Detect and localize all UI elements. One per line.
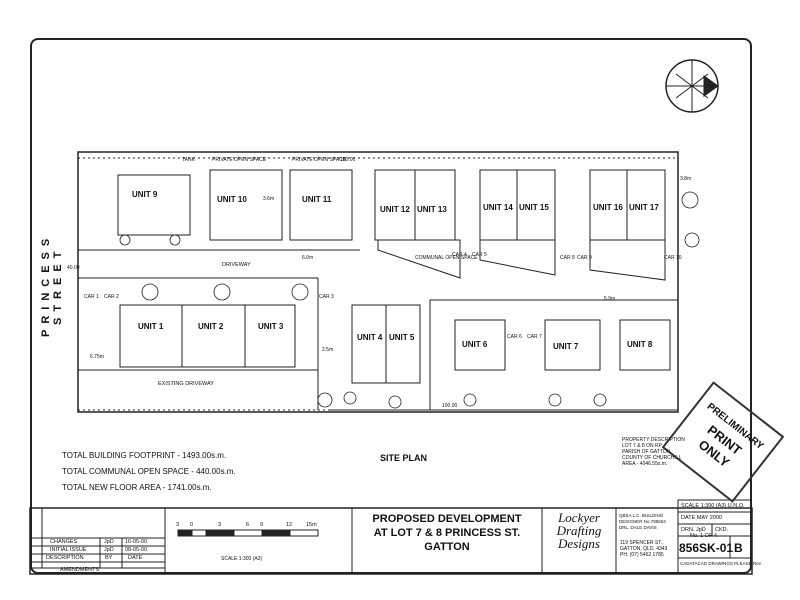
changes-row-date: DATE [128,555,143,561]
car-space-label: CAR 4 [452,252,467,258]
unit-label: UNIT 1 [138,322,164,331]
car-space-label: CAR 10 [664,255,682,261]
changes-row-by: BY [105,555,113,561]
car-space-label: CAR 5 [472,252,487,258]
dimension-label: 3.6m [263,196,275,202]
unit-6-footprint [454,319,506,371]
drawing-sheet-border [30,38,752,574]
unit-8-footprint [619,319,671,371]
unit-label: UNIT 8 [627,340,653,349]
scale-info: SCALE 1:300 (A3) U.N.O. [681,503,745,509]
dimension-label: 5.9m [604,296,616,302]
dimension-label: 3.8m [680,176,692,182]
site-plan-title: SITE PLAN [380,453,428,463]
total-communal-open-space: TOTAL COMMUNAL OPEN SPACE - 440.00s.m. [62,467,236,476]
dimension-label: 2.5m [322,347,334,353]
unit-7-footprint [544,319,601,371]
communal-space-area [377,239,461,279]
changes-row-label: CHANGES [50,539,78,545]
drawn-by: DRN. JpD [681,527,706,533]
driveway-label: DRIVEWAY [222,262,251,268]
project-title: PROPOSED DEVELOPMENT AT LOT 7 & 8 PRINCE… [372,513,522,553]
sheet-number: No. 1 OF 4 [690,533,717,539]
units-1-3-footprint [119,304,296,368]
scale-tick: 15m [306,522,317,528]
changes-row-by: JpD [104,547,114,553]
unit-label: UNIT 5 [389,333,415,342]
car-space-label: CAR 2 [104,294,119,300]
unit-label: UNIT 15 [519,203,549,212]
scale-tick: 9 [260,522,264,528]
unit-label: UNIT 14 [483,203,513,212]
unit-label: UNIT 7 [553,342,579,351]
cad-note: CADATACAD DRAWINGS PLEASE Rev [680,561,761,566]
firm-details: QBSA L.C. BUILDING DESIGNER No.789663 DR… [619,513,666,530]
unit-label: UNIT 11 [302,195,332,204]
tree-icon [141,283,159,301]
tank-label: TANK [182,157,195,163]
scale-tick: 12 [286,522,293,528]
dimension-label: 100.00 [442,403,458,409]
amendments-label: AMENDMENTS [60,567,100,573]
unit-label: UNIT 2 [198,322,224,331]
scale-tick: 0 [190,522,194,528]
car-space-label: CAR 9 [577,255,592,261]
car-space-label: CAR 8 [560,255,575,261]
scale-tick: 3 [176,522,180,528]
dimension-label: 6.75m [90,354,104,360]
checked-by: CKD. [715,527,729,533]
car-space-label: CAR 3 [319,294,334,300]
unit-label: UNIT 3 [258,322,284,331]
dimension-label: 40.00 [67,265,80,271]
unit-11-footprint [289,169,353,241]
changes-row-by: JpD [104,539,114,545]
total-building-footprint: TOTAL BUILDING FOOTPRINT - 1493.00s.m. [62,451,227,460]
changes-row-date: 16-05-00 [125,539,148,545]
firm-address: 119 SPENCER ST., GATTON, QLD. 4343 PH. (… [620,540,668,558]
private-open-space-label: PRIVATE OPEN SPACE [212,157,267,163]
date-info: DATE MAY 2000 [681,515,722,521]
unit-label: UNIT 16 [593,203,623,212]
lot-boundary [77,151,679,413]
firm-logo: Lockyer Drafting Designs [556,510,602,551]
street-label: PRINCESS STREET [40,232,64,338]
changes-row-date: 08-05-00 [125,547,148,553]
dimension-label: 6.0m [302,255,314,261]
unit-label: UNIT 4 [357,333,383,342]
unit-label: UNIT 10 [217,195,247,204]
scale-tick: 6 [246,522,250,528]
unit-label: UNIT 13 [417,205,447,214]
unit-10-footprint [209,169,283,241]
changes-row-label: DESCRIPTION [46,555,84,561]
communal-open-space-label: COMMUNAL OPEN SPACE [415,255,478,261]
private-open-space-label: PRIVATE OPEN SPACE [292,157,347,163]
drawing-number: 856SK-01 [679,541,734,555]
unit-label: UNIT 12 [380,205,410,214]
existing-driveway-label: EXISTING DRIVEWAY [158,381,214,387]
property-description: PROPERTY DESCRIPTION LOT 7 & 8 ON RP PAR… [622,437,685,467]
changes-row-label: INITIAL ISSUE [50,547,87,553]
unit-label: UNIT 17 [629,203,659,212]
unit-9-footprint [117,174,191,236]
car-space-label: CAR 6 [507,334,522,340]
area-totals: TOTAL BUILDING FOOTPRINT - 1493.00s.m. T… [62,448,236,496]
unit-label: UNIT 9 [132,190,158,199]
revision-letter: B [734,541,743,555]
unit-label: UNIT 6 [462,340,488,349]
car-space-label: CAR 7 [527,334,542,340]
scale-bar-label: SCALE 1:300 (A3) [221,556,263,562]
car-space-label: CAR 1 [84,294,99,300]
scale-tick: 3 [218,522,222,528]
total-new-floor-area: TOTAL NEW FLOOR AREA - 1741.00s.m. [62,483,212,492]
dimension-label: 100.00 [340,157,356,163]
